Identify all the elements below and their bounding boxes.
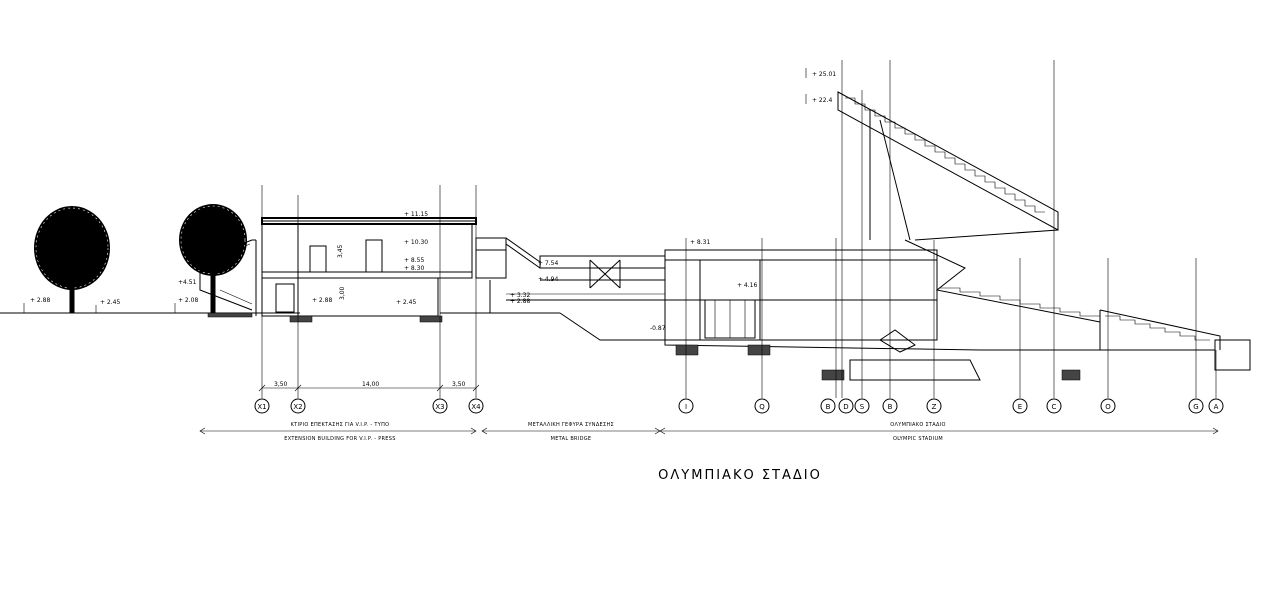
- grid-label: S: [860, 403, 865, 411]
- grid-label: I: [685, 403, 687, 411]
- dim-middle: 14,00: [362, 381, 379, 388]
- level-label: +4.51: [178, 279, 197, 286]
- grid-label: Z: [932, 403, 937, 411]
- grid-label: B: [888, 403, 893, 411]
- level-markers: + 2.88 + 2.45 + 2.08 +4.51 + 11.15 + 10.…: [23, 68, 836, 332]
- level-label: + 2.45: [100, 299, 120, 306]
- dim-left: 3,50: [274, 381, 288, 388]
- zone-stadium-en: OLYMPIC STADIUM: [893, 436, 943, 442]
- dim-right: 3,50: [452, 381, 466, 388]
- grid-label: A: [1214, 403, 1219, 411]
- grid-label: D: [843, 403, 848, 411]
- level-label: + 8.55: [404, 257, 424, 264]
- dimension-line: 3,50 14,00 3,50: [258, 381, 480, 392]
- level-label: + 2.88: [30, 297, 50, 304]
- grid-label: B: [826, 403, 831, 411]
- grid-label: X1: [257, 403, 266, 411]
- zone-stadium-gr: ΟΛΥΜΠΙΑΚΟ ΣΤΑΔΙΟ: [890, 422, 945, 428]
- stadium-structure: [664, 91, 1251, 381]
- level-label: + 2.45: [396, 299, 416, 306]
- grid-label: X3: [435, 403, 444, 411]
- level-label: + 10.30: [404, 239, 428, 246]
- grid-label: O: [1105, 403, 1111, 411]
- tree-left: [34, 206, 110, 314]
- zone-vip-en: EXTENSION BUILDING FOR V.I.P. - PRESS: [284, 436, 395, 442]
- level-label: + 4.94: [538, 276, 558, 283]
- zone-bridge-en: METAL BRIDGE: [551, 436, 592, 442]
- grid-bubbles: X1 X2 X3 X4 I Q B D S B Z E C O G A: [254, 398, 1224, 414]
- level-label: 3,45: [337, 244, 344, 258]
- zone-vip-gr: ΚΤΙΡΙΟ ΕΠΕΚΤΑΣΗΣ ΓΙΑ V.I.P. - ΤΥΠΟ: [291, 422, 390, 428]
- grid-label: E: [1018, 403, 1022, 411]
- level-label: + 8.31: [690, 239, 710, 246]
- level-label: + 22.4: [812, 97, 832, 104]
- level-label: 3,00: [339, 286, 346, 300]
- level-label: + 4.16: [737, 282, 757, 289]
- level-label: + 3.32: [510, 292, 530, 299]
- ground-line: [0, 312, 981, 351]
- zone-captions: ΚΤΙΡΙΟ ΕΠΕΚΤΑΣΗΣ ΓΙΑ V.I.P. - ΤΥΠΟ EXTEN…: [199, 422, 1219, 442]
- level-label: + 2.88: [510, 298, 530, 305]
- grid-label: C: [1052, 403, 1057, 411]
- grid-axes: [261, 60, 1217, 398]
- grid-label: X2: [293, 403, 302, 411]
- level-label: -0.87: [650, 325, 666, 332]
- zone-bridge-gr: ΜΕΤΑΛΛΙΚΗ ΓΕΦΥΡΑ ΣΥΝΔΕΣΗΣ: [528, 422, 614, 428]
- grid-label: G: [1193, 403, 1198, 411]
- level-label: + 7.54: [538, 260, 558, 267]
- level-label: + 2.88: [312, 297, 332, 304]
- level-label: + 8.30: [404, 265, 424, 272]
- grid-label: Q: [759, 403, 765, 411]
- grid-label: X4: [471, 403, 481, 411]
- level-label: + 25.01: [812, 71, 836, 78]
- level-label: + 2.08: [178, 297, 198, 304]
- metal-bridge: [475, 237, 666, 313]
- drawing-title: ΟΛΥΜΠΙΑΚΟ ΣΤΑΔΙΟ: [658, 468, 822, 483]
- level-label: + 11.15: [404, 211, 428, 218]
